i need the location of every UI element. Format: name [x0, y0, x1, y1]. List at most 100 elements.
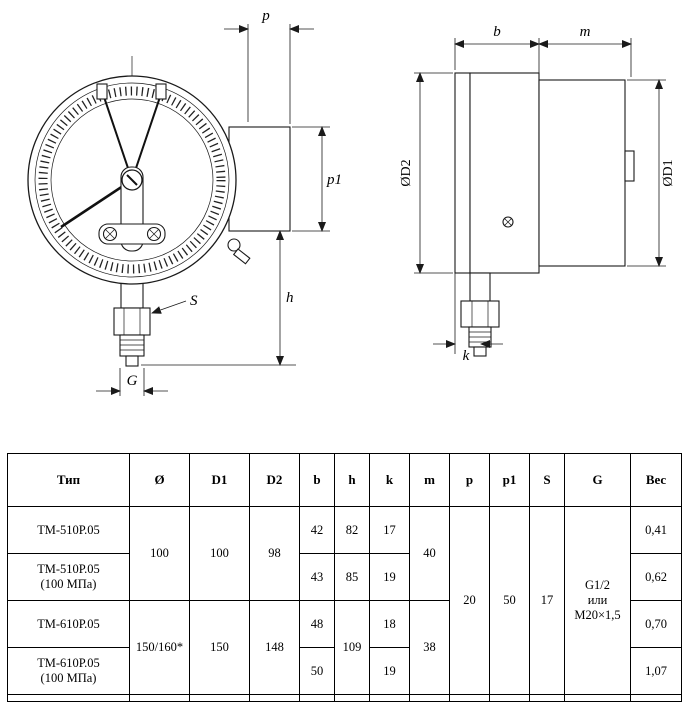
- empty-cell: [189, 694, 250, 702]
- hex-nut-side: [460, 300, 500, 328]
- side-view: b m ØD2 ØD1 k: [399, 24, 676, 364]
- empty-cell: [249, 694, 300, 702]
- header-g: G: [564, 453, 631, 507]
- cell-b: 48: [299, 600, 335, 648]
- dim-label-g: G: [127, 373, 138, 389]
- contact-housing: [228, 126, 291, 232]
- cell-m: 38: [409, 600, 450, 695]
- empty-cell: [489, 694, 530, 702]
- cell-weight: 0,41: [630, 506, 682, 554]
- dial-tick-ring: [38, 86, 226, 274]
- stem-side: [469, 272, 491, 302]
- dim-label-b: b: [493, 24, 501, 40]
- hex-nut: [113, 307, 151, 336]
- cell-d1: 100: [189, 506, 250, 601]
- table-row: ТМ-610Р.05 150/160* 150 148 48 109 18 38…: [7, 600, 682, 695]
- spec-table-wrap: Тип Ø D1 D2 b h k m p p1 S G Вес ТМ-510Р…: [0, 447, 688, 702]
- header-weight: Вес: [630, 453, 682, 507]
- header-b: b: [299, 453, 335, 507]
- empty-cell: [299, 694, 335, 702]
- cell-k: 17: [369, 506, 410, 554]
- cell-type: ТМ-610Р.05: [7, 600, 130, 648]
- spec-table: Тип Ø D1 D2 b h k m p p1 S G Вес ТМ-510Р…: [7, 453, 682, 702]
- cell-k: 19: [369, 553, 410, 601]
- dim-label-d2: ØD2: [399, 159, 414, 186]
- dim-label-m: m: [580, 24, 591, 40]
- empty-cell: [630, 694, 682, 702]
- cell-d2: 98: [249, 506, 300, 601]
- empty-cell: [529, 694, 565, 702]
- cell-dia: 100: [129, 506, 190, 601]
- table-row: ТМ-510Р.05 (100 МПа) 43 85 19 0,62: [7, 553, 682, 601]
- threaded-fitting: [119, 334, 145, 357]
- header-h: h: [334, 453, 370, 507]
- cell-h: 109: [334, 600, 370, 695]
- cell-h: 85: [334, 553, 370, 601]
- dim-label-k: k: [463, 348, 470, 364]
- hub-slot: [126, 174, 138, 186]
- header-d2: D2: [249, 453, 300, 507]
- back-cover: [538, 79, 626, 267]
- mechanism-bar: [98, 223, 166, 245]
- setpoint-needle-left: [102, 93, 133, 181]
- cell-type: ТМ-610Р.05 (100 МПа): [7, 647, 130, 695]
- front-bezel: [454, 72, 471, 274]
- screw-right-icon: [146, 226, 162, 242]
- empty-cell: [449, 694, 490, 702]
- cell-b: 50: [299, 647, 335, 695]
- table-row: ТМ-510Р.05 100 100 98 42 82 17 40 20 50 …: [7, 506, 682, 695]
- header-k: k: [369, 453, 410, 507]
- technical-drawing-area: S G p p1 h: [27, 8, 676, 396]
- empty-cell: [334, 694, 370, 702]
- cell-k: 18: [369, 600, 410, 648]
- empty-cell: [129, 694, 190, 702]
- front-view: S G p p1 h: [27, 8, 342, 396]
- screw-left-icon: [102, 226, 118, 242]
- header-dia: Ø: [129, 453, 190, 507]
- cell-type: ТМ-510Р.05: [7, 506, 130, 554]
- empty-cell: [564, 694, 631, 702]
- gauge-technical-drawing: S G p p1 h: [27, 8, 676, 396]
- cell-h: 82: [334, 506, 370, 554]
- case-screw-icon: [502, 216, 514, 228]
- s-leader-line: [151, 300, 187, 314]
- cell-g: G1/2 или М20×1,5: [564, 506, 631, 695]
- header-d1: D1: [189, 453, 250, 507]
- dim-label-h: h: [286, 290, 294, 306]
- cell-weight: 1,07: [630, 647, 682, 695]
- fitting-tip: [125, 355, 139, 367]
- dim-label-p1: p1: [326, 172, 342, 188]
- setpoint-head-left: [96, 83, 108, 100]
- cell-b: 43: [299, 553, 335, 601]
- table-header-row: Тип Ø D1 D2 b h k m p p1 S G Вес: [7, 453, 682, 507]
- dial-rim: [34, 82, 230, 278]
- empty-cell: [369, 694, 410, 702]
- cell-d1: 150: [189, 600, 250, 695]
- main-pointer: [60, 178, 133, 229]
- empty-cell: [7, 694, 130, 702]
- cell-p1: 50: [489, 506, 530, 695]
- header-type: Тип: [7, 453, 130, 507]
- table-footer-row: [7, 694, 682, 702]
- table-row: ТМ-610Р.05 (100 МПа) 50 19 1,07: [7, 647, 682, 695]
- dim-label-s: S: [190, 293, 198, 309]
- header-m: m: [409, 453, 450, 507]
- dim-label-d1: ØD1: [661, 159, 676, 186]
- dial-inner-circle: [50, 98, 214, 262]
- cell-m: 40: [409, 506, 450, 601]
- cell-weight: 0,62: [630, 553, 682, 601]
- case-body: [469, 72, 540, 274]
- cell-k: 19: [369, 647, 410, 695]
- setpoint-needle-right: [131, 93, 162, 181]
- header-s: S: [529, 453, 565, 507]
- cell-d2: 148: [249, 600, 300, 695]
- empty-cell: [409, 694, 450, 702]
- cell-type: ТМ-510Р.05 (100 МПа): [7, 553, 130, 601]
- dim-label-p: p: [261, 8, 270, 24]
- setpoint-head-right: [155, 83, 167, 100]
- fitting-tip-side: [473, 346, 487, 357]
- cell-p: 20: [449, 506, 490, 695]
- cell-b: 42: [299, 506, 335, 554]
- gland-fitting: [232, 248, 251, 265]
- cell-s: 17: [529, 506, 565, 695]
